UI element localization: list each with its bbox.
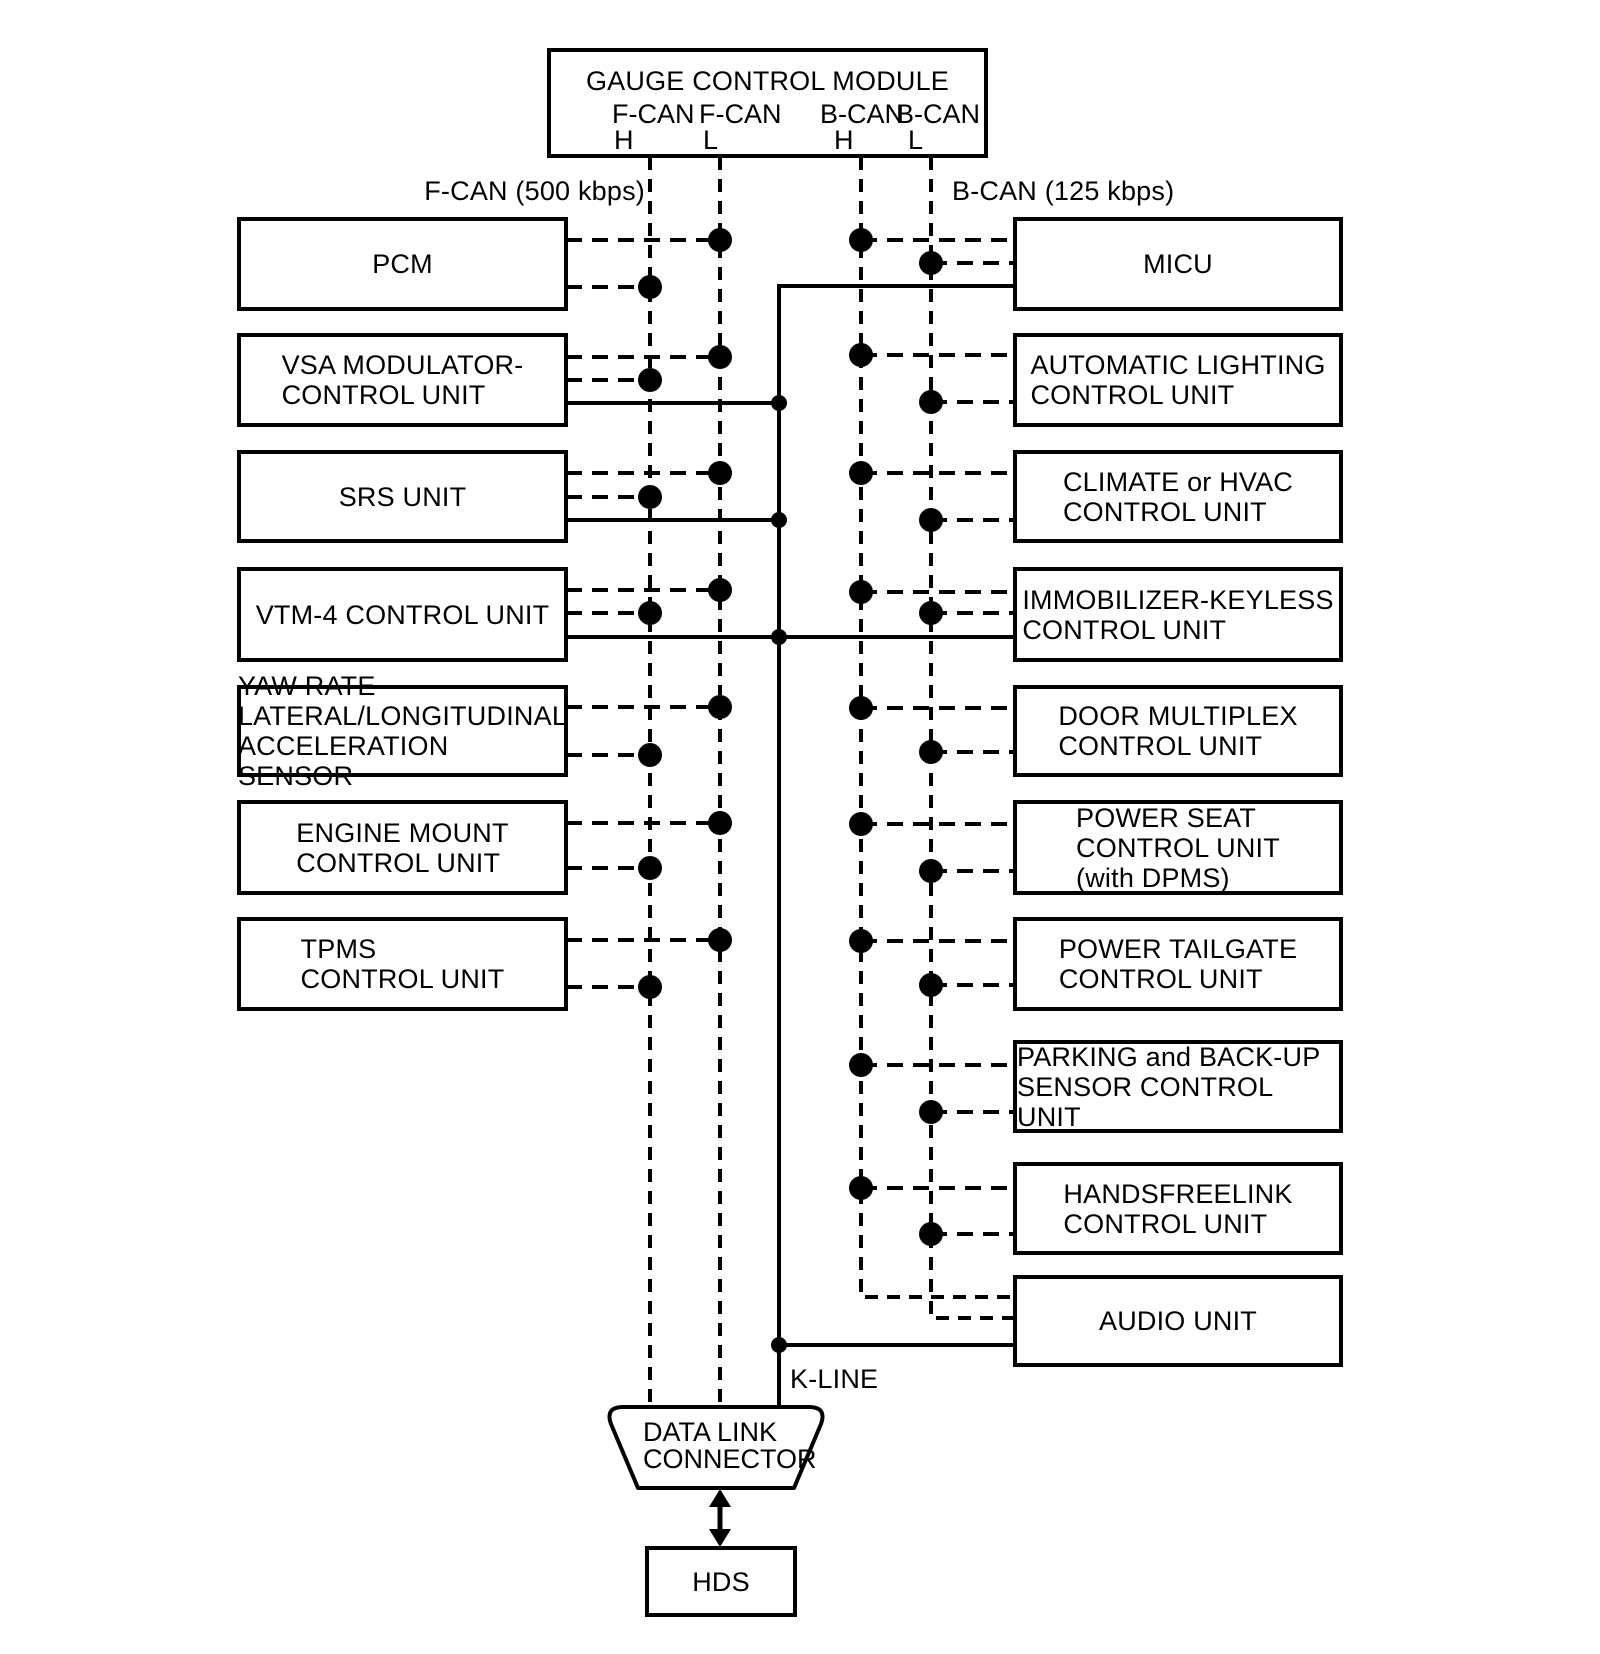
pcm-box: PCM bbox=[237, 217, 568, 311]
unit-label: AUTOMATIC LIGHTING CONTROL UNIT bbox=[1030, 350, 1326, 410]
parking-backup-sensor-box: PARKING and BACK-UP SENSOR CONTROL UNIT bbox=[1013, 1040, 1343, 1133]
unit-label: TPMS CONTROL UNIT bbox=[300, 934, 505, 994]
power-tailgate-box: POWER TAILGATE CONTROL UNIT bbox=[1013, 917, 1343, 1011]
unit-label: MICU bbox=[1143, 249, 1213, 279]
unit-label: AUDIO UNIT bbox=[1098, 1306, 1257, 1336]
automatic-lighting-box: AUTOMATIC LIGHTING CONTROL UNIT bbox=[1013, 333, 1343, 427]
bus-junction-dots bbox=[638, 228, 943, 1246]
power-seat-box: POWER SEAT CONTROL UNIT (with DPMS) bbox=[1013, 800, 1343, 895]
climate-hvac-box: CLIMATE or HVAC CONTROL UNIT bbox=[1013, 450, 1343, 543]
vsa-modulator-box: VSA MODULATOR- CONTROL UNIT bbox=[237, 333, 568, 427]
right-unit-stubs bbox=[861, 238, 1015, 1236]
b-can-l-bus-line bbox=[929, 157, 1013, 1320]
f-can-speed-label: F-CAN (500 kbps) bbox=[424, 176, 645, 206]
vtm4-control-unit-box: VTM-4 CONTROL UNIT bbox=[237, 567, 568, 662]
micu-box: MICU bbox=[1013, 217, 1343, 311]
port-bus-name: F-CAN bbox=[612, 99, 695, 129]
unit-label: IMMOBILIZER-KEYLESS CONTROL UNIT bbox=[1022, 584, 1334, 645]
audio-unit-box: AUDIO UNIT bbox=[1013, 1275, 1343, 1367]
yaw-rate-sensor-box: YAW RATE- LATERAL/LONGITUDINAL ACCELERAT… bbox=[237, 671, 568, 791]
unit-label: PARKING and BACK-UP SENSOR CONTROL UNIT bbox=[1017, 1041, 1321, 1132]
k-line-junction-dots bbox=[771, 395, 787, 1353]
handsfreelink-box: HANDSFREELINK CONTROL UNIT bbox=[1013, 1162, 1343, 1255]
unit-label: CLIMATE or HVAC CONTROL UNIT bbox=[1062, 466, 1294, 527]
unit-label: DOOR MULTIPLEX CONTROL UNIT bbox=[1058, 701, 1298, 761]
unit-label: VSA MODULATOR- CONTROL UNIT bbox=[281, 350, 524, 410]
k-line-wire bbox=[568, 284, 1013, 1407]
dlc-hds-arrow bbox=[709, 1489, 731, 1547]
unit-label: YAW RATE- LATERAL/LONGITUDINAL ACCELERAT… bbox=[237, 671, 568, 791]
port-bus-name: F-CAN bbox=[699, 99, 782, 129]
b-can-h-bus-line bbox=[859, 157, 1013, 1299]
gauge-module-title: GAUGE CONTROL MODULE bbox=[585, 66, 950, 96]
port-f-can-l: F-CAN L bbox=[699, 99, 782, 155]
gauge-control-module-box bbox=[547, 48, 988, 158]
door-multiplex-box: DOOR MULTIPLEX CONTROL UNIT bbox=[1013, 685, 1343, 777]
port-level: H bbox=[834, 125, 854, 155]
unit-label: SRS UNIT bbox=[338, 481, 467, 512]
hds-box: HDS bbox=[645, 1546, 797, 1617]
data-link-connector-label: DATA LINK CONNECTOR bbox=[643, 1417, 817, 1474]
port-f-can-h: F-CAN H bbox=[612, 99, 695, 155]
k-line-label: K-LINE bbox=[790, 1364, 879, 1394]
tpms-box: TPMS CONTROL UNIT bbox=[237, 917, 568, 1011]
unit-label: POWER TAILGATE CONTROL UNIT bbox=[1058, 934, 1298, 994]
unit-label: ENGINE MOUNT CONTROL UNIT bbox=[296, 817, 509, 878]
hds-label: HDS bbox=[692, 1566, 750, 1597]
unit-label: HANDSFREELINK CONTROL UNIT bbox=[1063, 1178, 1293, 1239]
immobilizer-keyless-box: IMMOBILIZER-KEYLESS CONTROL UNIT bbox=[1013, 567, 1343, 662]
unit-label: PCM bbox=[372, 249, 433, 279]
port-level: L bbox=[703, 125, 719, 155]
unit-label: VTM-4 CONTROL UNIT bbox=[255, 599, 550, 630]
port-bus-name: B-CAN bbox=[820, 99, 905, 129]
b-can-speed-label: B-CAN (125 kbps) bbox=[952, 176, 1175, 206]
left-unit-stubs bbox=[566, 238, 720, 989]
unit-label: POWER SEAT CONTROL UNIT (with DPMS) bbox=[1076, 802, 1280, 893]
port-b-can-l: B-CAN L bbox=[896, 99, 981, 155]
port-bus-name: B-CAN bbox=[896, 99, 981, 129]
port-level: H bbox=[614, 125, 634, 155]
port-b-can-h: B-CAN H bbox=[820, 99, 905, 155]
port-level: L bbox=[908, 125, 924, 155]
engine-mount-box: ENGINE MOUNT CONTROL UNIT bbox=[237, 800, 568, 895]
srs-unit-box: SRS UNIT bbox=[237, 450, 568, 543]
